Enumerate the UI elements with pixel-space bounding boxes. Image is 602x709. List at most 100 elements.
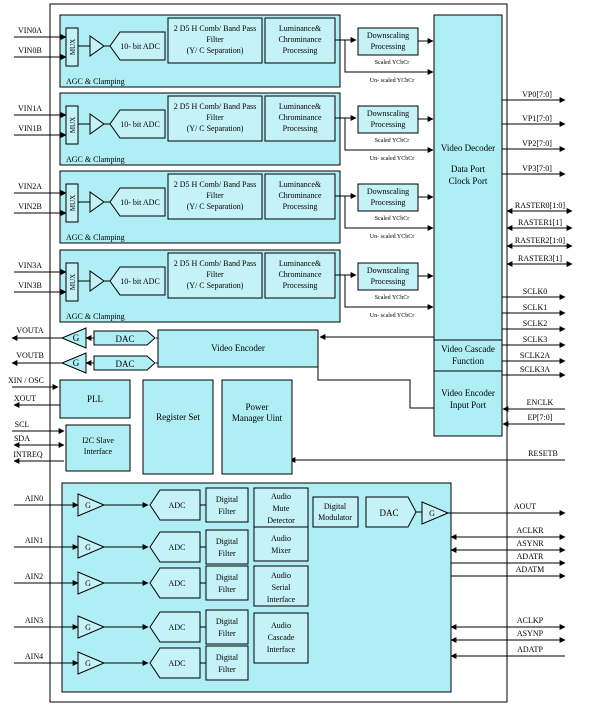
digital-filter-l1: Digital bbox=[216, 653, 239, 662]
audio-mute-l1: Audio bbox=[271, 492, 291, 501]
mux-label: MUX bbox=[69, 195, 77, 211]
adc-label: 10- bit ADC bbox=[120, 120, 160, 129]
mux-label: MUX bbox=[69, 39, 77, 55]
unscaled-ycbcr-label: Un- scaled YCbCr bbox=[370, 156, 414, 162]
scaled-ycbcr-label: Scaled YCbCr bbox=[375, 60, 410, 66]
lum-l3: Processing bbox=[283, 281, 318, 290]
vin-a-label: VIN2A bbox=[18, 182, 42, 191]
audio-adc-label: ADC bbox=[169, 623, 186, 632]
adc-box bbox=[109, 187, 166, 217]
power-label: Power bbox=[246, 402, 269, 412]
lum-l2: Chrominance bbox=[278, 191, 322, 200]
downscaling-l2: Processing bbox=[371, 120, 406, 129]
mux-label: MUX bbox=[69, 117, 77, 133]
vin-a-label: VIN0A bbox=[18, 26, 42, 35]
vin-b-label: VIN2B bbox=[18, 202, 42, 211]
video-encoder-box bbox=[157, 329, 319, 368]
comb-filter-box bbox=[167, 17, 263, 64]
lum-l2: Chrominance bbox=[278, 35, 322, 44]
filter-l2: Filter bbox=[206, 35, 224, 44]
aclkr-label: ACLKR bbox=[516, 526, 544, 535]
unscaled-ycbcr-label: Un- scaled YCbCr bbox=[370, 313, 414, 319]
asynp-label: ASYNP bbox=[517, 629, 544, 638]
downscaling-l1: Downscaling bbox=[367, 266, 409, 275]
vin-a-label: VIN3A bbox=[18, 261, 42, 270]
raster3-label: RASTER3[1] bbox=[518, 254, 562, 263]
audio-adc-label: ADC bbox=[169, 659, 186, 668]
adc-box bbox=[109, 109, 166, 139]
dac-a-label: DAC bbox=[115, 334, 134, 344]
sda-label: SDA bbox=[14, 434, 30, 443]
audio-gain-text: G bbox=[85, 543, 91, 552]
pll-label: PLL bbox=[87, 394, 103, 404]
luminance-box bbox=[264, 17, 336, 64]
scl-label: SCL bbox=[15, 420, 30, 429]
pll-box bbox=[59, 379, 131, 419]
gain-a-triangle bbox=[60, 327, 87, 349]
audio-mute-l2: Mute bbox=[273, 504, 290, 513]
filter-l1: 2 D5 H Comb/ Band Pass bbox=[174, 102, 256, 111]
adatr-label: ADATR bbox=[517, 552, 544, 561]
filter-l3: (Y/ C Separation) bbox=[187, 202, 244, 211]
adc-label: 10- bit ADC bbox=[120, 277, 160, 286]
lum-l1: Luminance& bbox=[279, 102, 322, 111]
ain-label: AIN1 bbox=[25, 536, 43, 545]
agc-amp-icon bbox=[89, 270, 105, 292]
agc-clamping-label: AGC & Clamping bbox=[66, 312, 125, 321]
aclkp-label: ACLKP bbox=[517, 616, 544, 625]
lum-l3: Processing bbox=[283, 202, 318, 211]
vp0-label: VP0[7:0] bbox=[522, 90, 552, 99]
digital-filter-box bbox=[205, 645, 249, 681]
downscaling-box bbox=[357, 183, 419, 212]
comb-filter-box bbox=[167, 252, 263, 299]
digital-filter-l1: Digital bbox=[216, 495, 239, 504]
comb-filter-box bbox=[167, 95, 263, 142]
agc-clamping-label: AGC & Clamping bbox=[66, 233, 125, 242]
asynr-label: ASYNR bbox=[516, 539, 544, 548]
sclk1-label: SCLK1 bbox=[523, 303, 547, 312]
gain-a-label: G bbox=[73, 333, 80, 343]
downscaling-l1: Downscaling bbox=[367, 31, 409, 40]
video-paths: AGC & Clamping VIN0A VIN0B MUX 10- bit ADC 2 … bbox=[14, 14, 434, 323]
downscaling-l1: Downscaling bbox=[367, 187, 409, 196]
video-decoder-title: Video Decoder bbox=[441, 143, 495, 153]
digital-modulator-l2: Modulator bbox=[318, 513, 352, 522]
downscaling-l2: Processing bbox=[371, 198, 406, 207]
filter-l3: (Y/ C Separation) bbox=[187, 124, 244, 133]
agc-amp-icon bbox=[89, 191, 105, 213]
vin-b-label: VIN0B bbox=[18, 46, 42, 55]
digital-filter-l2: Filter bbox=[218, 665, 236, 674]
scaled-ycbcr-label: Scaled YCbCr bbox=[375, 138, 410, 144]
vouta-label: VOUTA bbox=[16, 326, 44, 335]
agc-clamping-label: AGC & Clamping bbox=[66, 155, 125, 164]
dac-a-box bbox=[93, 330, 156, 346]
audio-mixer-l2: Mixer bbox=[271, 546, 291, 555]
audio-mixer-box bbox=[253, 526, 309, 562]
downscaling-l2: Processing bbox=[371, 277, 406, 286]
power-manager-box bbox=[221, 379, 293, 475]
agc-amp-icon bbox=[89, 113, 105, 135]
audio-gain-icon bbox=[77, 615, 106, 639]
sclk2a-label: SCLK2A bbox=[520, 351, 550, 360]
raster1-label: RASTER1[1] bbox=[518, 218, 562, 227]
adc-box bbox=[109, 31, 166, 61]
video-encoder-input-label: Video Encoder bbox=[441, 388, 495, 398]
audio-serial-box bbox=[253, 565, 309, 607]
downscaling-l1: Downscaling bbox=[367, 109, 409, 118]
lum-l1: Luminance& bbox=[279, 24, 322, 33]
digital-filter-box bbox=[205, 487, 249, 523]
audio-mixer-l1: Audio bbox=[271, 534, 291, 543]
audio-serial-l2: Serial bbox=[272, 583, 291, 592]
audio-gain-icon bbox=[77, 651, 106, 675]
audio-gain-icon bbox=[77, 493, 106, 517]
agc-clamping-label: AGC & Clamping bbox=[66, 77, 125, 86]
audio-gain-icon bbox=[77, 571, 106, 595]
digital-filter-l2: Filter bbox=[218, 549, 236, 558]
register-set-label: Register Set bbox=[156, 412, 200, 422]
sclk0-label: SCLK0 bbox=[523, 287, 547, 296]
luminance-box bbox=[264, 95, 336, 142]
enclk-label: ENCLK bbox=[527, 398, 554, 407]
